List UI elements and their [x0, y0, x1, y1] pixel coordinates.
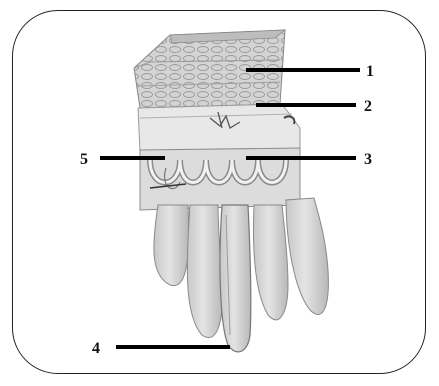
- label-2: 2: [364, 98, 372, 115]
- middle-tissue-layer: [138, 104, 300, 152]
- label-4: 4: [92, 340, 100, 357]
- label-3: 3: [364, 151, 372, 168]
- villi: [154, 198, 329, 352]
- label-1: 1: [366, 63, 374, 80]
- label-5: 5: [80, 151, 88, 168]
